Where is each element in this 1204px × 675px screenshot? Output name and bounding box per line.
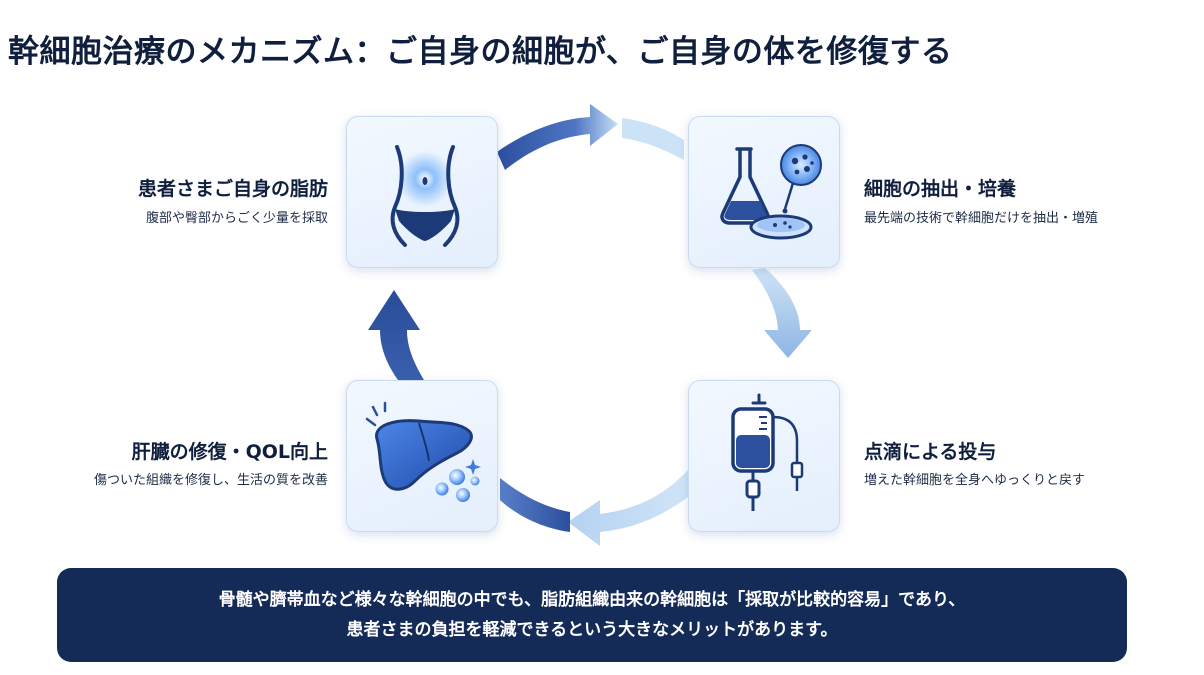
summary-note: 骨髄や臍帯血など様々な幹細胞の中でも、脂肪組織由来の幹細胞は「採取が比較的容易」…: [57, 568, 1127, 662]
step-4-description: 傷ついた組織を修復し、生活の質を改善: [93, 473, 328, 488]
card-liver-repair: [346, 380, 498, 532]
page-title: 幹細胞治療のメカニズム：ご自身の細胞が、ご自身の体を修復する: [8, 34, 953, 70]
arrow-bottom: [568, 470, 700, 546]
step-2-description: 最先端の技術で幹細胞だけを抽出・増殖: [864, 211, 1099, 226]
step-3-description: 増えた幹細胞を全身へゆっくりと戻す: [864, 473, 1086, 488]
abdomen-icon: [390, 145, 460, 247]
liver-icon: [365, 401, 481, 502]
step-4-title: 肝臓の修復・QOL向上: [131, 441, 328, 463]
summary-note-line-2: 患者さまの負担を軽減できるという大きなメリットがあります。: [346, 620, 838, 640]
summary-note-line-1: 骨髄や臍帯血など様々な幹細胞の中でも、脂肪組織由来の幹細胞は「採取が比較的容易」…: [218, 590, 966, 610]
step-2-title: 細胞の抽出・培養: [864, 178, 1017, 200]
card-iv-infusion: [688, 380, 840, 532]
card-fat-collection: [346, 116, 498, 268]
iv-drip-icon: [731, 393, 804, 511]
arrow-left: [368, 290, 424, 380]
lab-flask-petri-icon: [720, 144, 822, 240]
step-1-title: 患者さまご自身の脂肪: [137, 178, 328, 200]
step-1-description: 腹部や臀部からごく少量を採取: [145, 211, 328, 226]
arrow-top: [497, 104, 684, 170]
card-cell-culture: [688, 116, 840, 268]
arrow-right: [752, 268, 812, 358]
step-3-title: 点滴による投与: [864, 441, 997, 463]
arrow-lower: [500, 478, 570, 532]
